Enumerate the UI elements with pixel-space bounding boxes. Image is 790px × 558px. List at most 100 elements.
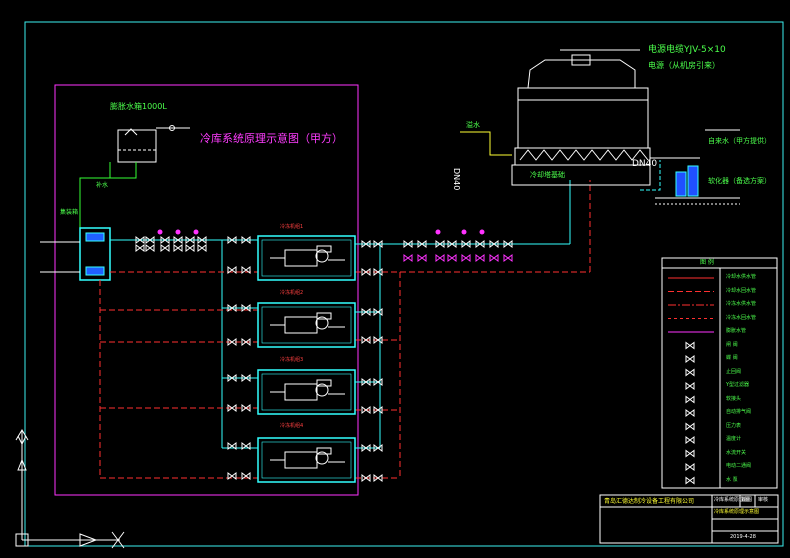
unit-label-3: 冷冻机组3 — [280, 357, 304, 363]
pipe-dn-left: DN40 — [452, 168, 461, 191]
valve — [185, 244, 195, 252]
valve — [227, 472, 237, 480]
valve — [160, 236, 170, 244]
valve — [447, 254, 457, 262]
legend-item-label: 电动二通阀 — [726, 463, 752, 469]
legend-item-label: 冷冻水回水管 — [726, 314, 757, 321]
valve — [135, 236, 145, 244]
legend-item-label: 水流开关 — [726, 449, 747, 456]
valve — [373, 474, 383, 482]
gauge-dot — [175, 229, 181, 235]
valve — [241, 236, 251, 244]
legend-symbol — [685, 422, 695, 431]
plant-room-boundary — [54, 84, 359, 496]
softener-label: 软化器（备选方案） — [708, 177, 771, 185]
valve — [145, 244, 155, 252]
valve — [475, 240, 485, 248]
legend-symbol — [685, 476, 695, 485]
legend-symbol — [685, 341, 695, 350]
legend-symbols — [668, 277, 714, 485]
legend-item-label: 闸 阀 — [726, 341, 738, 348]
drawing-frame — [24, 21, 784, 547]
valve — [403, 240, 413, 248]
valve — [241, 374, 251, 382]
valve — [135, 244, 145, 252]
valve — [361, 336, 371, 344]
valve — [361, 406, 371, 414]
valve — [173, 236, 183, 244]
supply-pipes — [110, 180, 571, 449]
valve — [461, 240, 471, 248]
legend-item-label: 自动排气阀 — [726, 409, 752, 415]
valve — [373, 240, 383, 248]
chiller-unit — [257, 302, 356, 348]
valve — [241, 472, 251, 480]
unit-label-2: 冷冻机组2 — [280, 290, 304, 296]
valve — [197, 244, 207, 252]
legend-item-label: 冷冻水供水管 — [726, 301, 757, 307]
valve — [241, 404, 251, 412]
tower-cable-label: 电源电缆YJV-5×10 — [648, 45, 726, 55]
valve — [373, 378, 383, 386]
drawing-name: 冷库系统原理图 — [714, 497, 750, 503]
pipe-dn-right: DN40 — [632, 159, 658, 169]
pump-label: 集装箱 — [60, 209, 79, 216]
legend-item-label: 水 泵 — [726, 476, 738, 483]
valve — [197, 236, 207, 244]
valve — [417, 240, 427, 248]
valve — [160, 244, 170, 252]
valve — [403, 254, 413, 262]
gauge-dot — [479, 229, 485, 235]
expansion-tank — [117, 125, 190, 170]
valve — [373, 406, 383, 414]
chiller-unit — [257, 235, 356, 281]
legend-item-label: 止回阀 — [726, 368, 742, 375]
valve — [185, 236, 195, 244]
drawn-by: 绘图 — [742, 497, 753, 503]
valve — [361, 240, 371, 248]
legend-item-label: 冷却水供水管 — [726, 274, 757, 280]
valve — [417, 254, 427, 262]
legend-symbol — [685, 355, 695, 363]
makeup-label: 补水 — [96, 182, 109, 189]
valve — [435, 240, 445, 248]
valve-symbols — [135, 229, 513, 482]
valve — [241, 338, 251, 346]
valve — [227, 374, 237, 382]
legend-item-label: 膨胀水管 — [726, 328, 747, 334]
makeup-pipe — [79, 162, 111, 230]
chiller-unit — [257, 437, 356, 483]
valve — [489, 240, 499, 248]
legend-symbol — [685, 395, 695, 404]
legend-item-label: 冷却水回水管 — [726, 287, 757, 294]
legend-item-label: 温度计 — [726, 436, 742, 442]
header-assembly — [40, 227, 111, 281]
ucs-icon — [15, 429, 125, 549]
gauge-dot — [461, 229, 467, 235]
tower-cable-sub: 电源（从机房引来） — [648, 61, 720, 70]
tank-label: 膨胀水箱1000L — [110, 102, 167, 111]
project-name: 冷库系统原理示意图 — [714, 509, 760, 515]
gauge-dot — [193, 229, 199, 235]
legend-symbol — [685, 449, 695, 458]
overflow-label: 溢水 — [466, 121, 480, 129]
legend-item-label: 压力表 — [726, 422, 742, 429]
drawing-date: 2019-4-28 — [730, 534, 756, 540]
legend-title: 图 例 — [700, 259, 714, 266]
valve — [361, 474, 371, 482]
company-name: 青岛汇德达制冷设备工程有限公司 — [604, 498, 695, 505]
valve — [227, 266, 237, 274]
valve — [227, 304, 237, 312]
legend-symbol — [685, 409, 695, 417]
valve — [373, 444, 383, 452]
valve — [361, 268, 371, 276]
legend-item-label: Y型过滤器 — [726, 382, 750, 388]
chiller-unit — [257, 369, 356, 415]
checked-by: 审核 — [758, 497, 769, 503]
valve — [373, 336, 383, 344]
legend-symbol — [685, 382, 695, 390]
valve — [361, 444, 371, 452]
cooling-tower — [511, 54, 651, 186]
legend-symbol — [685, 368, 695, 377]
